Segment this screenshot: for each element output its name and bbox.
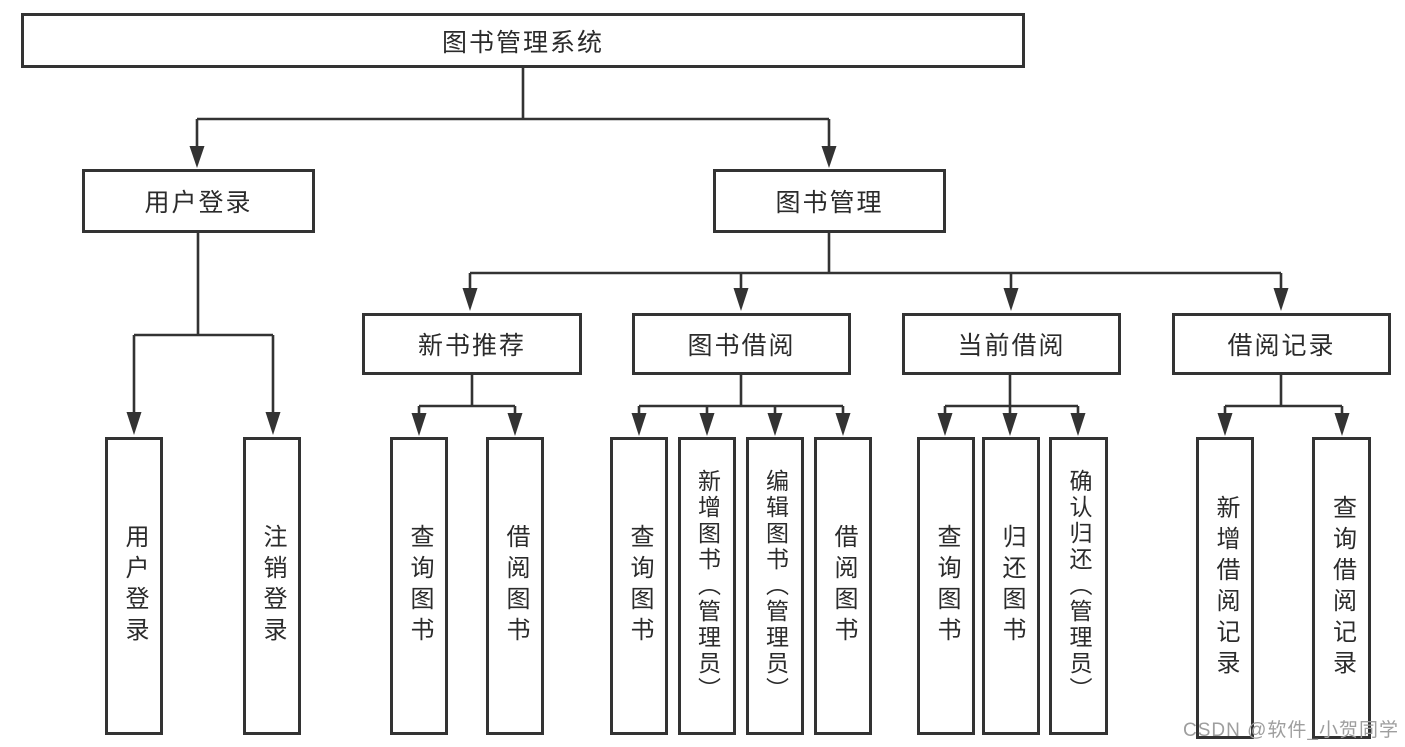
leaf-recommend-borrow-books: 借阅图书 [486, 437, 544, 735]
csdn-watermark: CSDN @软件_小贺同学 [1183, 720, 1399, 741]
node-root-library-system: 图书管理系统 [21, 13, 1025, 68]
leaf-logout-label: 注销登录 [259, 524, 286, 648]
connector-current-to-leaves [943, 374, 1080, 414]
leaf-add-borrow-record: 新增借阅记录 [1196, 437, 1254, 739]
leaf-user-login-label: 用户登录 [121, 524, 148, 648]
node-new-book-recommend: 新书推荐 [362, 313, 582, 375]
node-new-book-recommend-label: 新书推荐 [417, 332, 526, 360]
arrowheads-borrow-to-leaves [631, 413, 851, 436]
leaf-current-query-books: 查询图书 [917, 437, 975, 735]
node-current-borrowing-label: 当前借阅 [957, 332, 1066, 360]
arrowheads-records-to-leaves [1217, 413, 1350, 436]
connector-borrow-to-leaves [637, 374, 845, 414]
connector-records-to-leaves [1223, 374, 1344, 414]
leaf-query-borrow-record: 查询借阅记录 [1312, 437, 1371, 739]
node-borrowing-records-label: 借阅记录 [1227, 332, 1336, 360]
connector-login-to-leaves [132, 232, 275, 413]
node-borrowing-records: 借阅记录 [1172, 313, 1391, 375]
leaf-return-books: 归还图书 [982, 437, 1040, 735]
leaf-recommend-query-books-label: 查询图书 [406, 524, 433, 648]
arrowheads-login-to-leaves [126, 412, 281, 435]
connector-mgmt-to-modules [468, 232, 1283, 289]
node-user-login-branch-label: 用户登录 [144, 189, 253, 217]
node-user-login-branch: 用户登录 [82, 169, 315, 233]
connector-root-to-branches [195, 67, 831, 147]
node-book-management-branch: 图书管理 [713, 169, 946, 233]
node-root-label: 图书管理系统 [441, 28, 604, 57]
leaf-add-books-admin: 新增图书（管理员） [678, 437, 736, 735]
leaf-borrow-books: 借阅图书 [814, 437, 872, 735]
leaf-borrowing-query-books-label: 查询图书 [626, 524, 653, 648]
node-current-borrowing: 当前借阅 [902, 313, 1121, 375]
node-book-borrowing: 图书借阅 [632, 313, 851, 375]
arrowheads-current-to-leaves [937, 413, 1086, 436]
leaf-add-borrow-record-label: 新增借阅记录 [1212, 495, 1239, 681]
leaf-recommend-query-books: 查询图书 [390, 437, 448, 735]
arrowheads-recommend-to-leaves [411, 413, 523, 436]
leaf-current-query-books-label: 查询图书 [933, 524, 960, 648]
leaf-recommend-borrow-books-label: 借阅图书 [502, 524, 529, 648]
node-book-borrowing-label: 图书借阅 [687, 332, 796, 360]
leaf-return-books-label: 归还图书 [998, 524, 1025, 648]
leaf-borrowing-query-books: 查询图书 [610, 437, 668, 735]
leaf-edit-books-admin-label: 编辑图书（管理员） [762, 469, 789, 703]
leaf-edit-books-admin: 编辑图书（管理员） [746, 437, 804, 735]
leaf-borrow-books-label: 借阅图书 [830, 524, 857, 648]
arrowheads-root-to-branches [189, 146, 837, 168]
leaf-confirm-return-admin-label: 确认归还（管理员） [1066, 469, 1092, 703]
leaf-confirm-return-admin: 确认归还（管理员） [1049, 437, 1108, 735]
node-book-management-branch-label: 图书管理 [775, 189, 884, 217]
connector-recommend-to-leaves [417, 374, 517, 414]
leaf-logout: 注销登录 [243, 437, 301, 735]
arrowheads-mgmt-to-modules [462, 288, 1289, 311]
leaf-query-borrow-record-label: 查询借阅记录 [1328, 495, 1356, 681]
leaf-add-books-admin-label: 新增图书（管理员） [694, 469, 721, 703]
leaf-user-login: 用户登录 [105, 437, 163, 735]
